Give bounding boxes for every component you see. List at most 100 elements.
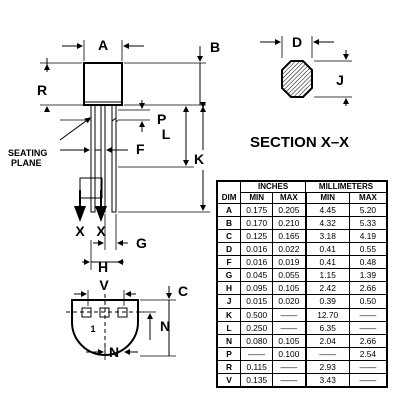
label-n-vertical: N	[160, 318, 170, 334]
inches-min-cell: 0.080	[240, 333, 274, 348]
pin-3-pad	[117, 307, 128, 318]
mm-max-cell: ——	[348, 307, 388, 322]
inches-max-cell: 0.020	[272, 294, 307, 309]
dim-cell: P	[216, 346, 242, 361]
mm-max-cell: 0.50	[348, 294, 388, 309]
section-marker	[79, 177, 103, 199]
label-c: C	[178, 283, 188, 299]
dim-cell: G	[216, 268, 242, 283]
dimension-g: G	[93, 214, 147, 251]
label-a: A	[98, 37, 108, 53]
dimension-n-vertical: N	[140, 311, 170, 340]
label-d: D	[292, 34, 302, 50]
pin-1-pad	[81, 307, 92, 318]
mm-min-cell: 2.42	[305, 281, 350, 296]
inches-max-cell: 0.022	[272, 242, 307, 257]
inches-max-cell: 0.205	[272, 202, 307, 218]
mm-max-cell: ——	[348, 320, 388, 335]
inches-max-cell: ——	[272, 359, 307, 374]
section-title: SECTION X–X	[250, 134, 349, 151]
mm-min-cell: 0.41	[305, 255, 350, 270]
dim-cell: D	[216, 242, 242, 257]
mm-max-cell: ——	[348, 372, 388, 388]
seating-plane-line1: SEATING	[8, 148, 47, 158]
inches-min-cell: 0.016	[240, 242, 274, 257]
pin-1-label: 1	[90, 324, 95, 334]
dim-cell: J	[216, 294, 242, 309]
label-b: B	[210, 39, 220, 55]
table-header-row-1: DIM INCHES MILLIMETERS	[216, 180, 388, 204]
dimension-c: C	[140, 283, 188, 357]
label-f: F	[136, 141, 145, 157]
dimension-table: DIM INCHES MILLIMETERS MIN MAX MIN MAX A…	[216, 180, 388, 388]
label-h: H	[98, 259, 108, 275]
inches-max-cell: 0.105	[272, 281, 307, 296]
mm-max-cell: 2.66	[348, 333, 388, 348]
section-hatched-octagon	[281, 60, 313, 98]
lead-left	[90, 104, 96, 213]
inches-min-cell: 0.250	[240, 320, 274, 335]
label-p: P	[157, 111, 166, 127]
inches-max-cell: 0.165	[272, 229, 307, 244]
mm-min-cell: 12.70	[305, 307, 350, 322]
label-k: K	[194, 151, 204, 167]
mm-min-header: MIN	[305, 192, 350, 204]
inches-min-header: MIN	[240, 192, 274, 204]
mm-max-cell: ——	[348, 359, 388, 374]
mm-max-cell: 5.20	[348, 202, 388, 218]
dim-cell: C	[216, 229, 242, 244]
mm-max-cell: 0.48	[348, 255, 388, 270]
inches-min-cell: 0.125	[240, 229, 274, 244]
mm-min-cell: 6.35	[305, 320, 350, 335]
inches-max-cell: 0.100	[272, 346, 307, 361]
dimension-f: F	[60, 141, 145, 157]
seating-plane-line2: PLANE	[11, 158, 42, 168]
dimension-h: H	[82, 240, 124, 275]
mm-max-cell: 4.19	[348, 229, 388, 244]
mm-min-cell: 0.39	[305, 294, 350, 309]
section-arrowhead-left	[74, 206, 86, 222]
inches-min-cell: 0.175	[240, 202, 274, 218]
mm-max-cell: 5.33	[348, 216, 388, 231]
dim-cell: L	[216, 320, 242, 335]
millimeters-header: MILLIMETERS	[305, 180, 388, 193]
seating-plane: SEATING PLANE	[8, 117, 91, 168]
label-v: V	[99, 277, 109, 293]
mm-min-cell: 2.93	[305, 359, 350, 374]
table-row: P——0.100——2.54	[216, 346, 388, 361]
inches-header: INCHES	[240, 180, 307, 193]
dim-cell: V	[216, 372, 242, 388]
mm-min-cell: 4.32	[305, 216, 350, 231]
inches-max-cell: ——	[272, 372, 307, 388]
label-x-left: X	[75, 223, 85, 239]
label-l: L	[162, 126, 171, 142]
label-x-right: X	[96, 223, 106, 239]
dim-cell: H	[216, 281, 242, 296]
dim-column-header: DIM	[216, 180, 242, 204]
label-j: J	[336, 72, 344, 88]
dimension-k: K	[118, 102, 210, 213]
dim-cell: A	[216, 202, 242, 218]
label-g: G	[136, 235, 147, 251]
mm-min-cell: 3.18	[305, 229, 350, 244]
label-r: R	[37, 82, 47, 98]
bottom-view-outline	[71, 299, 139, 356]
inches-min-cell: 0.015	[240, 294, 274, 309]
mm-min-cell: 2.04	[305, 333, 350, 348]
dim-cell: R	[216, 359, 242, 374]
inches-max-cell: 0.210	[272, 216, 307, 231]
mm-min-cell: 3.43	[305, 372, 350, 388]
mm-min-cell: 0.41	[305, 242, 350, 257]
front-view	[74, 62, 123, 222]
inches-min-cell: 0.500	[240, 307, 274, 322]
inches-max-header: MAX	[272, 192, 307, 204]
